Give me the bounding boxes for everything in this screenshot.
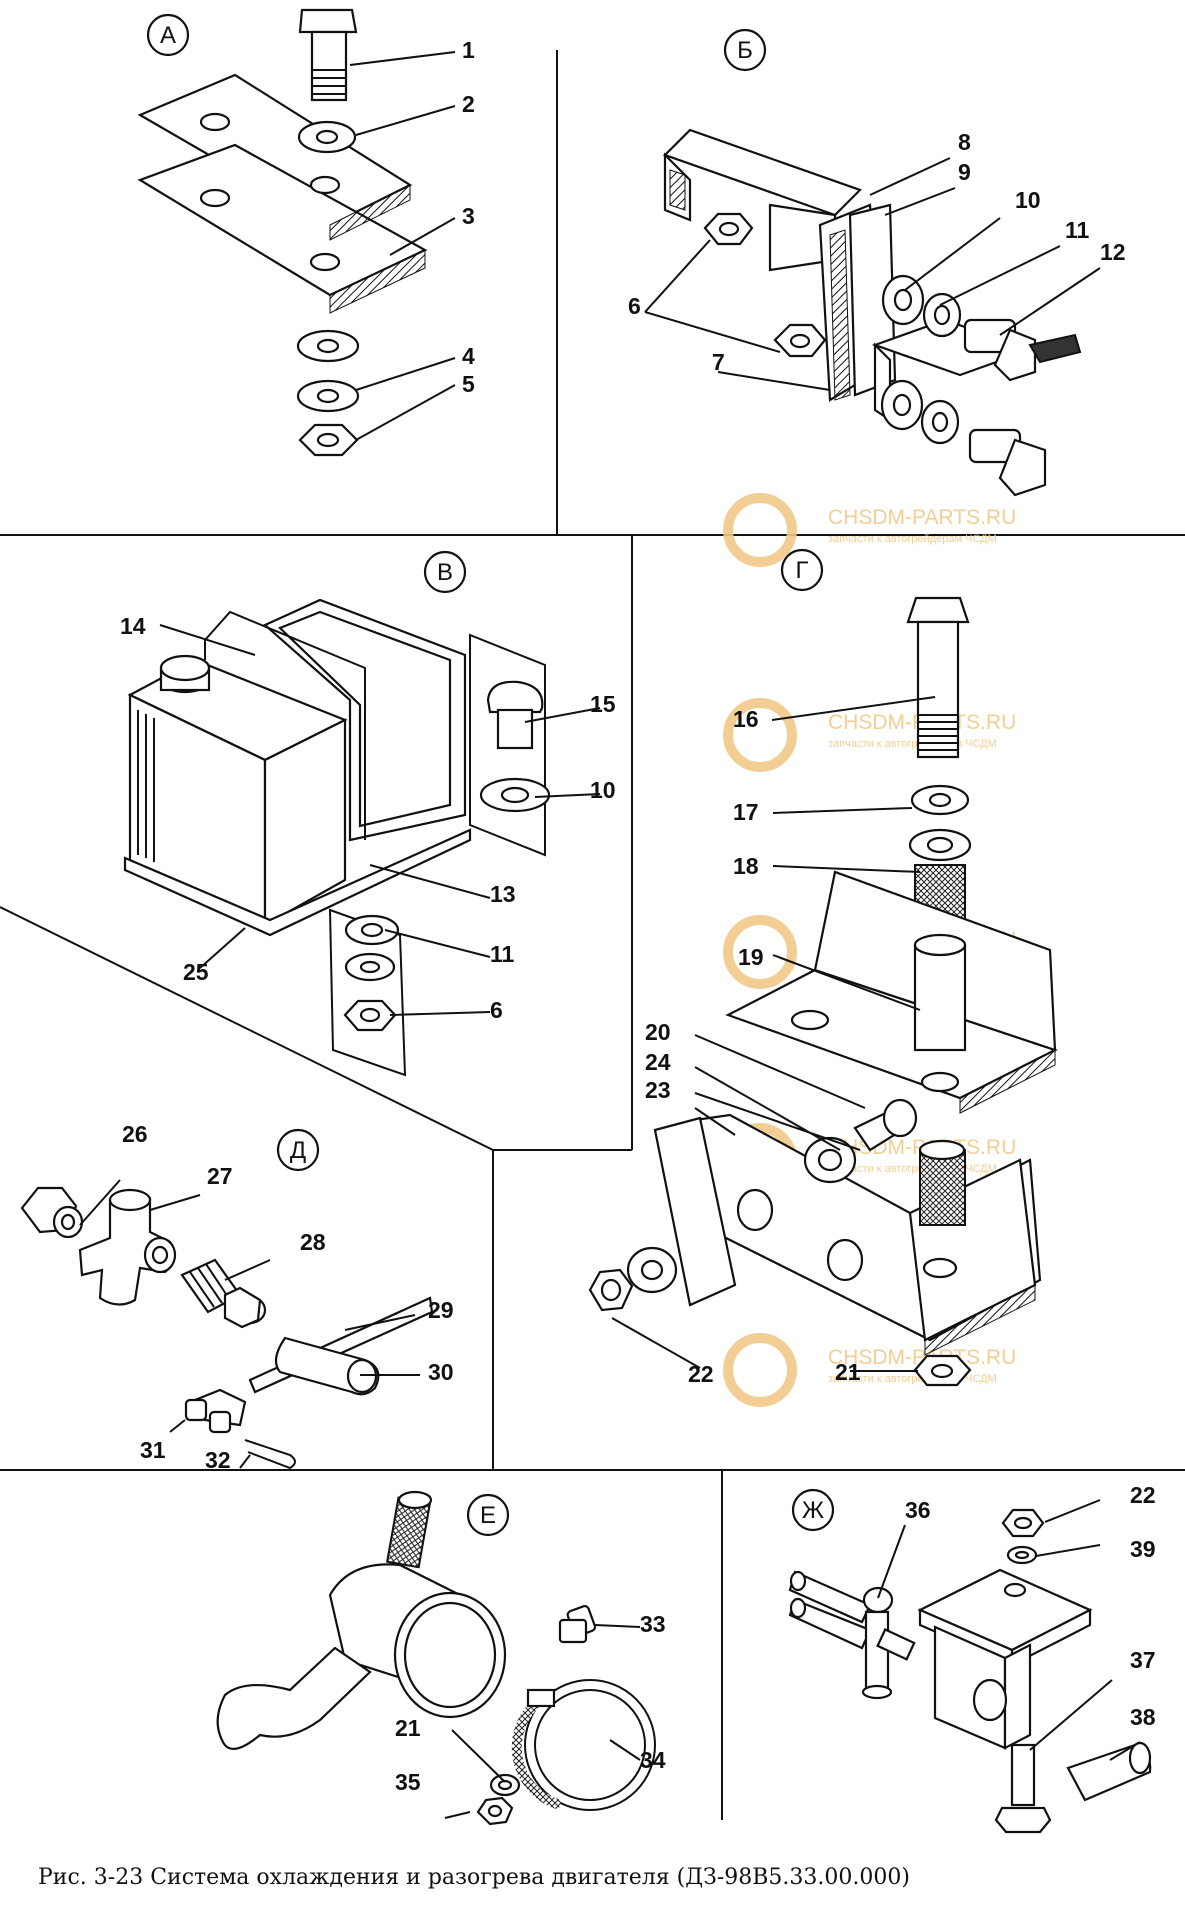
callout-12: 12 <box>1100 239 1126 265</box>
section-v-label: В <box>437 559 453 586</box>
section-b-label: Б <box>737 37 753 64</box>
callout-17: 17 <box>733 799 759 825</box>
callout-37: 37 <box>1130 1647 1156 1673</box>
callout-18: 18 <box>733 853 759 879</box>
section-a: А 1 2 3 4 5 <box>137 8 475 457</box>
callout-1: 1 <box>462 37 475 63</box>
bolt-24 <box>803 1098 918 1184</box>
callout-29: 29 <box>428 1297 454 1323</box>
callout-6: 6 <box>628 293 641 319</box>
callout-8: 8 <box>958 129 971 155</box>
callout-9: 9 <box>958 159 971 185</box>
callout-32: 32 <box>205 1447 231 1473</box>
callout-16: 16 <box>733 706 759 732</box>
callout-36: 36 <box>905 1497 931 1523</box>
callout-6: 6 <box>490 997 503 1023</box>
bolt-12 <box>963 318 1082 382</box>
section-zh-label: Ж <box>802 1497 824 1524</box>
callout-5: 5 <box>462 371 475 397</box>
callout-21: 21 <box>835 1359 861 1385</box>
section-b: Б 8 9 10 11 12 6 <box>628 28 1126 497</box>
callout-39: 39 <box>1130 1536 1156 1562</box>
watermark-logo: CHSDM-PARTS.RU запчасти к автогрейдерам … <box>723 698 1016 772</box>
section-e: Е 33 21 34 35 <box>216 1490 666 1826</box>
callout-31: 31 <box>140 1437 166 1463</box>
bolt-lower <box>968 428 1047 497</box>
callout-3: 3 <box>462 203 475 229</box>
callout-20: 20 <box>645 1019 671 1045</box>
bolt-1 <box>298 8 358 102</box>
callout-26: 26 <box>122 1121 148 1147</box>
watermarks: CHSDM-PARTS.RU запчасти к автогрейдерам … <box>723 493 1016 1407</box>
section-g: Г <box>588 548 1058 1387</box>
callout-10: 10 <box>590 777 616 803</box>
callout-35: 35 <box>395 1769 421 1795</box>
callout-33: 33 <box>640 1611 666 1637</box>
callout-22: 22 <box>1130 1482 1156 1508</box>
section-d: Д 26 27 28 29 30 31 32 <box>20 1121 454 1473</box>
section-v: В 14 15 10 13 11 6 25 <box>120 550 616 1077</box>
watermark-logo: CHSDM-PARTS.RU запчасти к автогрейдерам … <box>723 493 1016 567</box>
callout-11: 11 <box>490 941 515 967</box>
section-a-label: А <box>160 22 176 49</box>
callout-19: 19 <box>738 944 764 970</box>
nipple-28 <box>180 1258 267 1329</box>
callout-11: 11 <box>1065 217 1090 243</box>
callout-21: 21 <box>395 1715 421 1741</box>
callout-22: 22 <box>688 1361 714 1387</box>
callout-24: 24 <box>645 1049 671 1075</box>
callout-10: 10 <box>1015 187 1041 213</box>
section-e-label: Е <box>480 1502 496 1529</box>
callout-25: 25 <box>183 959 209 985</box>
watermark-tagline: запчасти к автогрейдерам ЧСДМ <box>828 533 997 545</box>
section-g-label: Г <box>796 557 809 584</box>
callout-38: 38 <box>1130 1704 1156 1730</box>
section-zh: Ж 36 22 39 37 38 <box>788 1482 1156 1834</box>
callout-28: 28 <box>300 1229 326 1255</box>
callout-15: 15 <box>590 691 616 717</box>
callout-13: 13 <box>490 881 516 907</box>
callout-4: 4 <box>462 343 475 369</box>
section-d-label: Д <box>290 1137 306 1164</box>
callout-34: 34 <box>640 1747 666 1773</box>
watermark-brand: CHSDM-PARTS.RU <box>828 506 1016 529</box>
watermark-tagline: запчасти к автогрейдерам ЧСДМ <box>828 738 997 750</box>
callout-2: 2 <box>462 91 475 117</box>
callout-30: 30 <box>428 1359 454 1385</box>
figure-caption: Рис. 3-23 Система охлаждения и разогрева… <box>38 1865 910 1890</box>
callout-27: 27 <box>207 1163 233 1189</box>
watermark-brand: CHSDM-PARTS.RU <box>828 1346 1016 1369</box>
callout-23: 23 <box>645 1077 671 1103</box>
section-dividers <box>0 50 1185 1820</box>
callout-7: 7 <box>712 349 725 375</box>
callout-14: 14 <box>120 613 146 639</box>
